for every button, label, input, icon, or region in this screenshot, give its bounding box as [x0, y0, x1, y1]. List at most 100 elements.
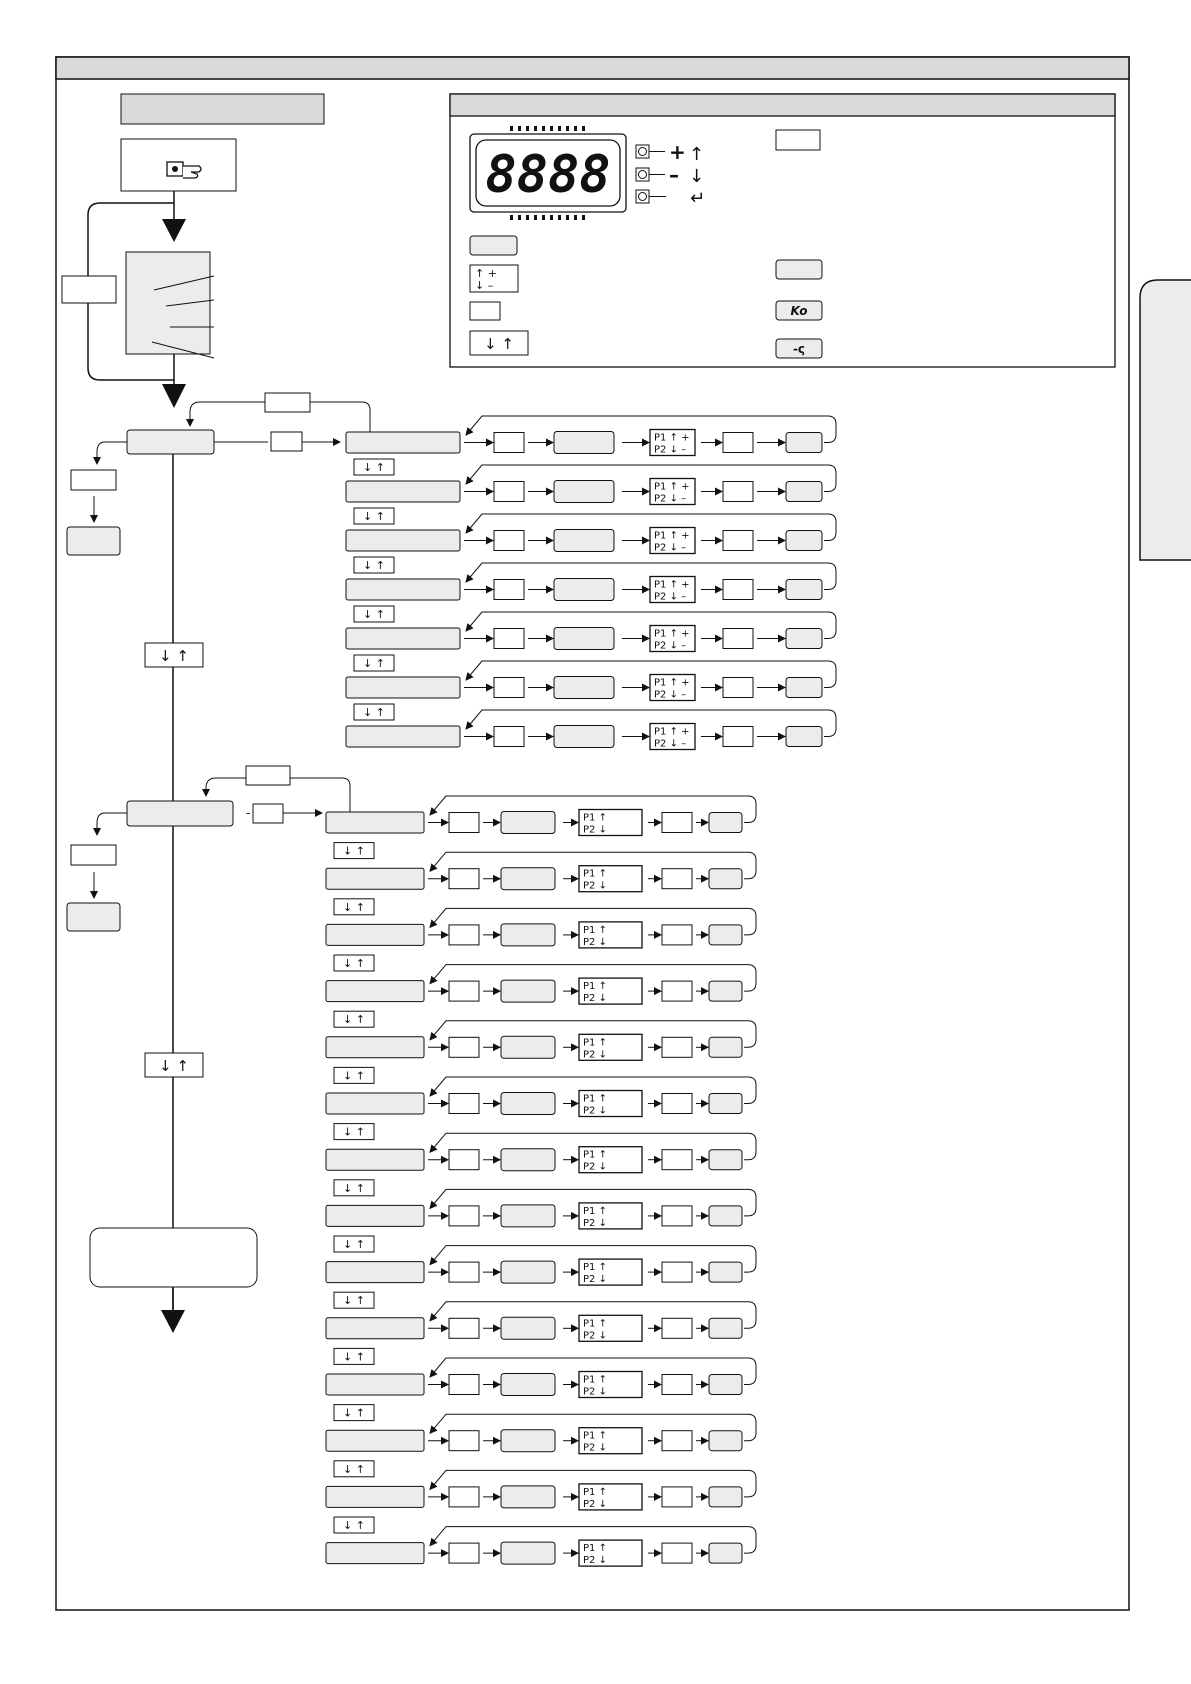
- menu2-result-cell[interactable]: [708, 980, 743, 1002]
- menu2-parameter-cell[interactable]: [325, 1373, 425, 1396]
- menu2-value-box[interactable]: [448, 1542, 480, 1564]
- menu1-result-cell[interactable]: [785, 432, 823, 453]
- menu2-confirm-box[interactable]: [661, 1317, 693, 1339]
- menu2-result-cell[interactable]: [708, 924, 743, 946]
- menu1-parameter-cell[interactable]: [345, 676, 461, 699]
- menu2-value-box[interactable]: [448, 1036, 480, 1058]
- menu2-confirm-box[interactable]: [661, 1430, 693, 1452]
- menu2-confirm-box[interactable]: [661, 1374, 693, 1395]
- menu1-p1-p2-keys[interactable]: P1 ↑ +P2 ↓ –: [649, 477, 696, 506]
- menu1-p1-p2-keys[interactable]: P1 ↑ +P2 ↓ –: [649, 722, 696, 751]
- menu1-setting-cell[interactable]: [553, 529, 615, 552]
- menu1-p1-p2-keys[interactable]: P1 ↑ +P2 ↓ –: [649, 575, 696, 604]
- menu2-setting-cell[interactable]: [500, 1035, 556, 1059]
- menu2-confirm-box[interactable]: [661, 868, 693, 890]
- menu2-setting-cell[interactable]: [500, 1373, 556, 1396]
- menu2-result-cell[interactable]: [708, 1261, 743, 1283]
- menu2-connector-keys[interactable]: ↓ ↑: [333, 842, 375, 860]
- menu1-parameter-cell[interactable]: [345, 578, 461, 601]
- menu2-result-cell[interactable]: [708, 1542, 743, 1564]
- menu2-connector-keys[interactable]: ↓ ↑: [333, 1123, 375, 1141]
- menu1-connector-keys[interactable]: ↓ ↑: [353, 458, 395, 476]
- menu2-value-box[interactable]: [448, 924, 480, 946]
- menu1-nav-keys[interactable]: ↓ ↑: [144, 642, 204, 668]
- menu2-p1-p2-keys[interactable]: P1 ↑P2 ↓: [578, 1258, 643, 1286]
- menu2-confirm-box[interactable]: [661, 1036, 693, 1058]
- menu1-parameter-cell[interactable]: [345, 480, 461, 503]
- menu1-connector-keys[interactable]: ↓ ↑: [353, 605, 395, 623]
- menu2-value-box[interactable]: [448, 1486, 480, 1508]
- menu2-p1-p2-keys[interactable]: P1 ↑P2 ↓: [578, 977, 643, 1005]
- menu2-connector-keys[interactable]: ↓ ↑: [333, 898, 375, 916]
- menu2-confirm-box[interactable]: [661, 1542, 693, 1564]
- menu2-parameter-cell[interactable]: [325, 1542, 425, 1565]
- menu2-nav-keys[interactable]: ↓ ↑: [144, 1052, 204, 1078]
- menu2-result-cell[interactable]: [708, 1486, 743, 1508]
- menu2-value-box[interactable]: [448, 1374, 480, 1395]
- menu2-setting-cell[interactable]: [500, 811, 556, 834]
- menu1-confirm-box[interactable]: [722, 677, 754, 698]
- menu2-value-box[interactable]: [448, 980, 480, 1002]
- menu2-confirm-box[interactable]: [661, 1093, 693, 1114]
- menu1-parameter-cell[interactable]: [345, 431, 461, 454]
- key-plus-up[interactable]: + ↑: [635, 140, 704, 165]
- menu2-p1-p2-keys[interactable]: P1 ↑P2 ↓: [578, 1202, 643, 1230]
- menu1-parameter-cell[interactable]: [345, 725, 461, 748]
- menu1-p1-p2-keys[interactable]: P1 ↑ +P2 ↓ –: [649, 428, 696, 457]
- menu2-confirm-box[interactable]: [661, 924, 693, 946]
- menu2-connector-keys[interactable]: ↓ ↑: [333, 1010, 375, 1028]
- menu1-setting-cell[interactable]: [553, 578, 615, 601]
- menu2-connector-keys[interactable]: ↓ ↑: [333, 1235, 375, 1253]
- menu2-setting-cell[interactable]: [500, 1485, 556, 1509]
- menu2-parameter-cell[interactable]: [325, 1429, 425, 1452]
- menu2-confirm-box[interactable]: [661, 980, 693, 1002]
- menu2-connector-keys[interactable]: ↓ ↑: [333, 1291, 375, 1309]
- menu2-confirm-box[interactable]: [661, 1205, 693, 1227]
- menu1-value-box[interactable]: [493, 677, 525, 698]
- menu1-confirm-box[interactable]: [722, 579, 754, 600]
- menu2-confirm-box[interactable]: [661, 1149, 693, 1171]
- menu2-setting-cell[interactable]: [500, 1541, 556, 1565]
- menu2-result-cell[interactable]: [708, 1149, 743, 1171]
- menu2-value-box[interactable]: [448, 1093, 480, 1114]
- menu2-p1-p2-keys[interactable]: P1 ↑P2 ↓: [578, 1483, 643, 1511]
- menu2-p1-p2-keys[interactable]: P1 ↑P2 ↓: [578, 865, 643, 893]
- menu1-value-box[interactable]: [493, 726, 525, 747]
- menu2-value-box[interactable]: [448, 1317, 480, 1339]
- menu1-value-box[interactable]: [493, 628, 525, 649]
- menu2-connector-keys[interactable]: ↓ ↑: [333, 954, 375, 972]
- menu1-confirm-box[interactable]: [722, 481, 754, 502]
- menu1-p1-p2-keys[interactable]: P1 ↑ +P2 ↓ –: [649, 624, 696, 653]
- menu2-connector-keys[interactable]: ↓ ↑: [333, 1516, 375, 1534]
- menu2-setting-cell[interactable]: [500, 1204, 556, 1228]
- menu1-value-box[interactable]: [493, 481, 525, 502]
- menu1-result-cell[interactable]: [785, 628, 823, 649]
- menu2-result-cell[interactable]: [708, 1036, 743, 1058]
- menu2-p1-p2-keys[interactable]: P1 ↑P2 ↓: [578, 1089, 643, 1118]
- menu1-confirm-box[interactable]: [722, 628, 754, 649]
- menu2-parameter-cell[interactable]: [325, 1317, 425, 1340]
- menu1-value-box[interactable]: [493, 530, 525, 551]
- menu1-parameter-cell[interactable]: [345, 627, 461, 650]
- menu2-parameter-cell[interactable]: [325, 1261, 425, 1284]
- menu2-parameter-cell[interactable]: [325, 1204, 425, 1227]
- menu1-result-cell[interactable]: [785, 481, 823, 502]
- menu1-confirm-box[interactable]: [722, 726, 754, 747]
- menu2-p1-p2-keys[interactable]: P1 ↑P2 ↓: [578, 1033, 643, 1061]
- menu2-setting-cell[interactable]: [500, 1429, 556, 1453]
- menu2-p1-p2-keys[interactable]: P1 ↑P2 ↓: [578, 1146, 643, 1174]
- key-minus-down[interactable]: – ↓: [635, 163, 704, 187]
- menu1-setting-cell[interactable]: [553, 480, 615, 503]
- menu2-parameter-cell[interactable]: [325, 923, 425, 946]
- menu2-setting-cell[interactable]: [500, 1260, 556, 1284]
- menu2-setting-cell[interactable]: [500, 979, 556, 1003]
- menu1-confirm-box[interactable]: [722, 530, 754, 551]
- menu2-connector-keys[interactable]: ↓ ↑: [333, 1460, 375, 1478]
- menu2-parameter-cell[interactable]: [325, 1148, 425, 1171]
- menu2-p1-p2-keys[interactable]: P1 ↑P2 ↓: [578, 808, 643, 837]
- menu1-setting-cell[interactable]: [553, 676, 615, 699]
- menu1-result-cell[interactable]: [785, 677, 823, 698]
- menu2-entry-box[interactable]: [126, 800, 234, 827]
- menu2-parameter-cell[interactable]: [325, 1092, 425, 1115]
- menu2-result-cell[interactable]: [708, 1430, 743, 1452]
